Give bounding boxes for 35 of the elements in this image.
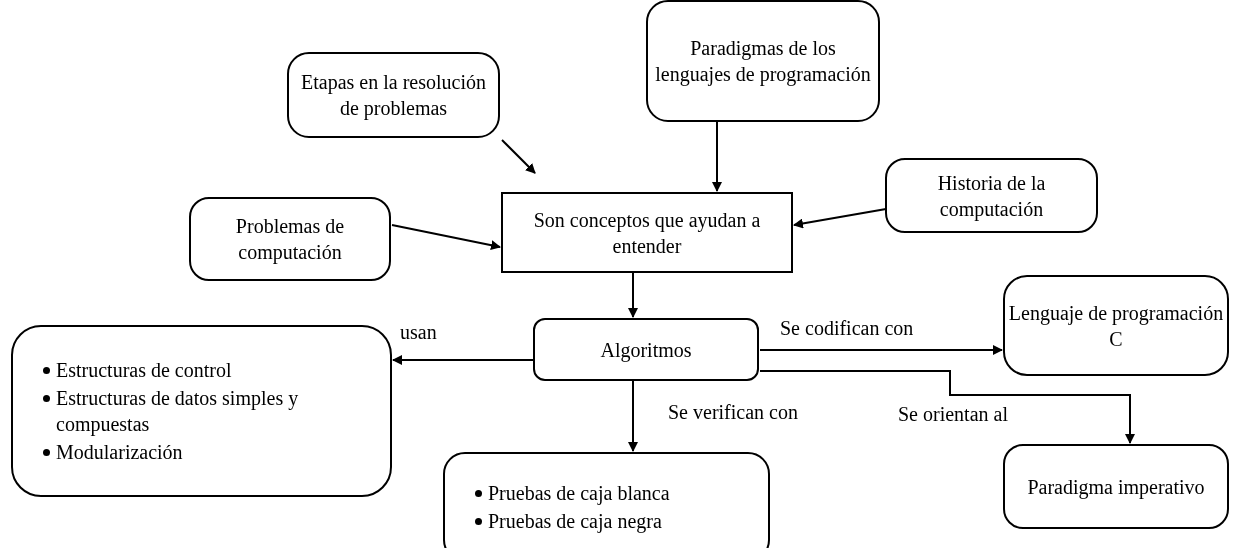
list-item-text: Pruebas de caja negra <box>488 509 662 534</box>
node-text: Etapas en la resolución de problemas <box>300 70 487 121</box>
node-text: Son conceptos que ayudan a entender <box>532 207 762 259</box>
arrow <box>712 121 722 192</box>
arrow <box>628 380 638 452</box>
node-text: Paradigma imperativo <box>1027 474 1205 500</box>
rounded-box <box>885 158 1098 233</box>
edge-label: Se codifican con <box>778 318 916 338</box>
list-item-text: Estructuras de datos simples y compuestas <box>56 386 300 437</box>
concept-box <box>501 192 793 273</box>
rounded-box <box>189 197 391 281</box>
node-text: Paradigmas de los lenguajes de programación <box>654 36 872 87</box>
rounded-box <box>1003 444 1229 529</box>
rounded-box <box>443 452 770 548</box>
rounded-box <box>287 52 500 138</box>
arrow <box>501 139 536 174</box>
rounded-box <box>1003 275 1229 376</box>
list-item-text: Pruebas de caja blanca <box>488 481 670 506</box>
node-text: Historia de la computación <box>936 170 1047 222</box>
list-item-text: Estructuras de control <box>56 358 232 383</box>
node-text: Problemas de computación <box>234 214 346 265</box>
edge-label: Se verifican con <box>666 402 800 422</box>
edge-label: Se orientan al <box>896 404 1010 424</box>
list-item-text: Modularización <box>56 440 183 465</box>
arrow <box>793 208 887 229</box>
rounded-box <box>11 325 392 497</box>
arrow <box>628 272 638 318</box>
arrow <box>759 370 1135 444</box>
node-text: Algoritmos <box>600 337 692 363</box>
rounded-box <box>646 0 880 122</box>
node-text: Lenguaje de programación C <box>1007 300 1225 352</box>
arrow <box>391 224 501 251</box>
rounded-box <box>533 318 759 381</box>
arrow <box>392 355 534 365</box>
arrow <box>759 345 1003 355</box>
